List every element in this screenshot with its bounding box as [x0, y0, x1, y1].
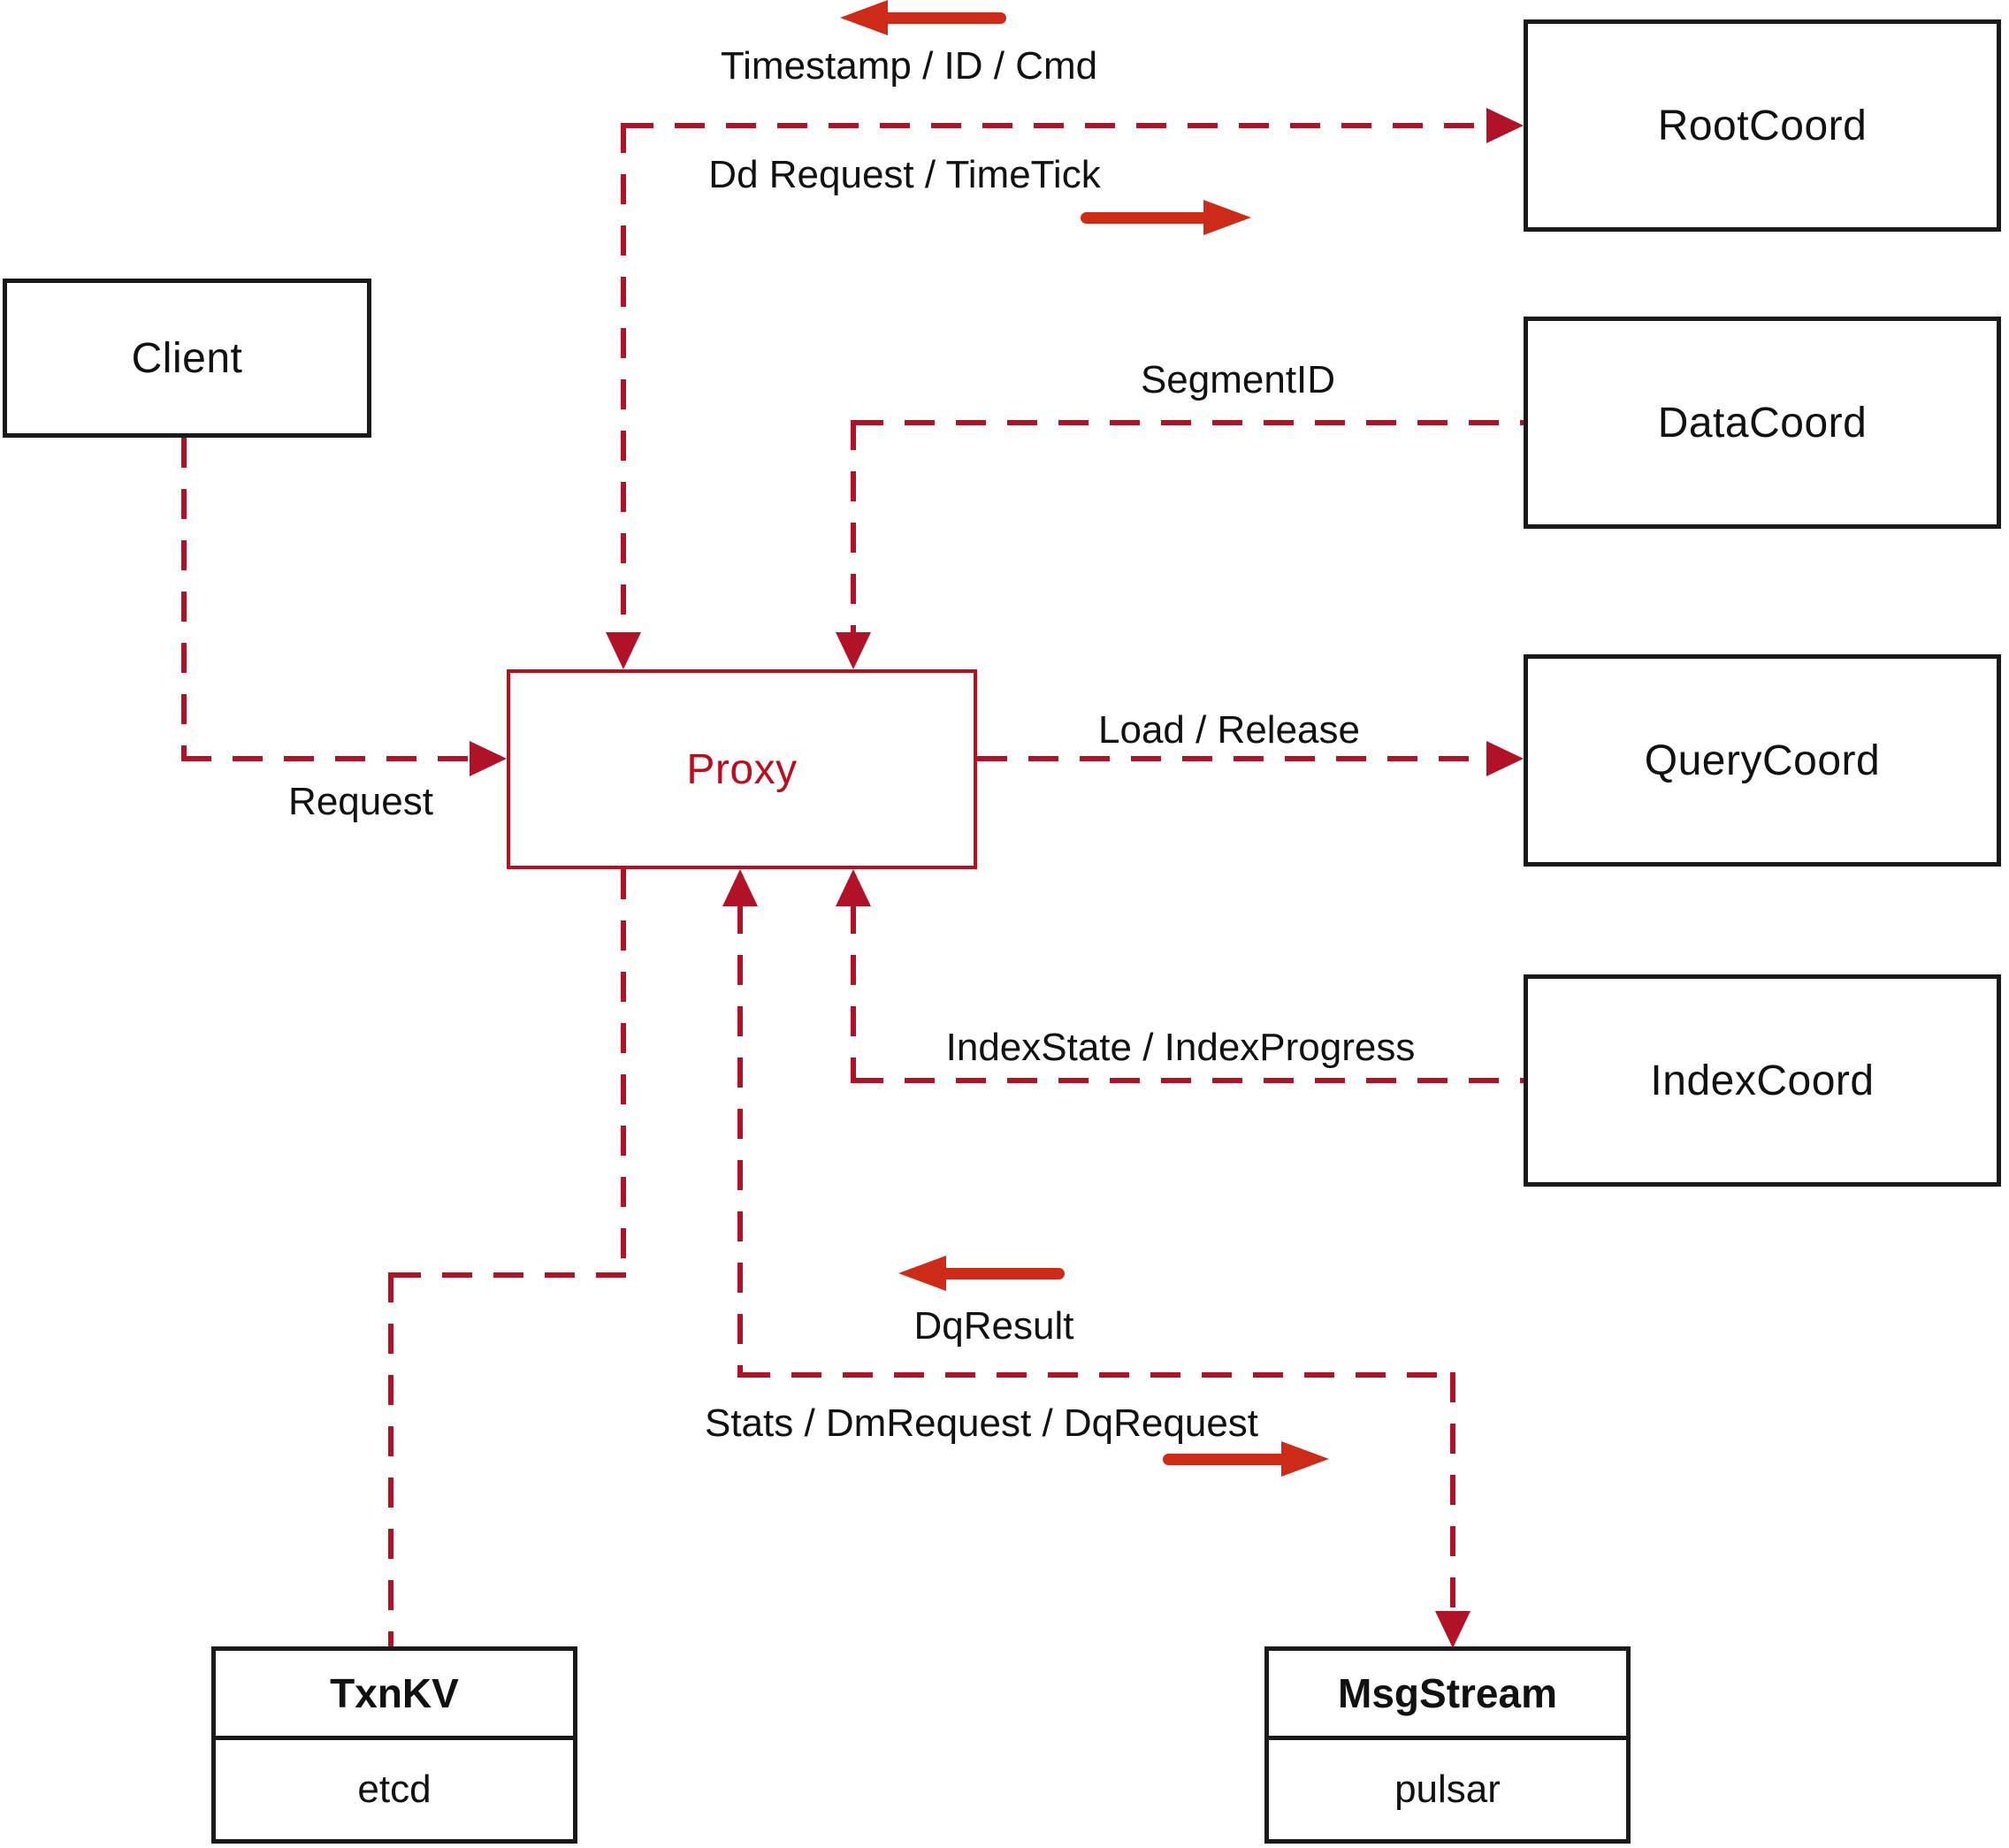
- msgstream-title: MsgStream: [1269, 1651, 1626, 1740]
- arrow-head: [840, 0, 888, 35]
- txnkv-impl: etcd: [357, 1768, 432, 1811]
- edge-proxy-msgstream-hline: [740, 1372, 1453, 1378]
- datacoord-label: DataCoord: [1657, 399, 1868, 447]
- arrow-shaft: [1163, 1454, 1290, 1465]
- querycoord-node: QueryCoord: [1524, 654, 2001, 867]
- label-timestamp-id-cmd: Timestamp / ID / Cmd: [720, 44, 1098, 88]
- arrow-head: [1281, 1441, 1329, 1477]
- edge-proxy-msgstream-vline-1: [737, 904, 743, 1378]
- label-dd-request-timetick: Dd Request / TimeTick: [708, 153, 1101, 196]
- txnkv-title: TxnKV: [216, 1651, 573, 1740]
- edge-proxy-rootcoord-arrowhead: [1486, 108, 1524, 143]
- label-dq-result: DqResult: [913, 1304, 1074, 1348]
- label-stats-dm-dq: Stats / DmRequest / DqRequest: [704, 1401, 1259, 1445]
- edge-proxy-querycoord-hline: [977, 756, 1486, 761]
- label-index-state-progress: IndexState / IndexProgress: [945, 1026, 1416, 1069]
- datacoord-node: DataCoord: [1524, 317, 2001, 529]
- label-load-release: Load / Release: [1098, 708, 1360, 752]
- arrow-right-ddrequest-icon: [1079, 200, 1251, 235]
- indexcoord-label: IndexCoord: [1650, 1057, 1875, 1104]
- client-label: Client: [131, 334, 243, 382]
- arrow-left-timestamp-icon: [840, 0, 1008, 35]
- indexcoord-node: IndexCoord: [1524, 974, 2001, 1187]
- msgstream-node: MsgStream pulsar: [1264, 1646, 1631, 1844]
- arrow-shaft: [937, 1268, 1065, 1279]
- rootcoord-label: RootCoord: [1657, 102, 1868, 149]
- edge-rootcoord-proxy-arrowhead: [606, 632, 641, 669]
- arrow-shaft: [1081, 212, 1212, 224]
- edge-proxy-msgstream-vline-2: [1450, 1372, 1455, 1613]
- edge-client-proxy-vline: [181, 438, 187, 759]
- edge-client-proxy-arrowhead: [470, 741, 507, 776]
- edge-rootcoord-proxy-vline: [621, 123, 626, 632]
- arrow-head: [1203, 200, 1251, 235]
- edge-proxy-txnkv-vline-1: [621, 869, 626, 1278]
- rootcoord-node: RootCoord: [1524, 19, 2001, 232]
- label-segment-id: SegmentID: [1140, 358, 1336, 401]
- edge-datacoord-proxy-vline: [851, 420, 856, 632]
- edge-proxy-msgstream-arrowhead: [1435, 1611, 1470, 1648]
- edge-proxy-rootcoord-hline: [623, 123, 1488, 128]
- edge-client-proxy-hline: [181, 756, 470, 761]
- arrow-left-dqresult-icon: [898, 1256, 1066, 1291]
- proxy-node: Proxy: [507, 669, 977, 869]
- edge-indexcoord-proxy-hline: [853, 1078, 1524, 1083]
- client-node: Client: [3, 279, 371, 438]
- arrow-right-stats-icon: [1161, 1441, 1329, 1477]
- edge-proxy-txnkv-vline-2: [388, 1272, 393, 1646]
- edge-indexcoord-proxy-vline: [851, 904, 856, 1083]
- edge-datacoord-proxy-arrowhead: [836, 632, 871, 669]
- querycoord-label: QueryCoord: [1644, 737, 1881, 784]
- edge-msgstream-proxy-arrowhead: [722, 869, 758, 906]
- proxy-label: Proxy: [686, 745, 798, 793]
- edge-proxy-querycoord-arrowhead: [1486, 741, 1524, 776]
- label-request: Request: [288, 780, 433, 823]
- txnkv-node: TxnKV etcd: [211, 1646, 577, 1844]
- edge-datacoord-proxy-hline: [853, 420, 1524, 425]
- arrow-shaft: [879, 12, 1006, 24]
- msgstream-impl: pulsar: [1394, 1768, 1501, 1811]
- edge-proxy-txnkv-hline: [391, 1272, 626, 1278]
- arrow-head: [898, 1256, 946, 1291]
- edge-indexcoord-proxy-arrowhead: [836, 869, 871, 906]
